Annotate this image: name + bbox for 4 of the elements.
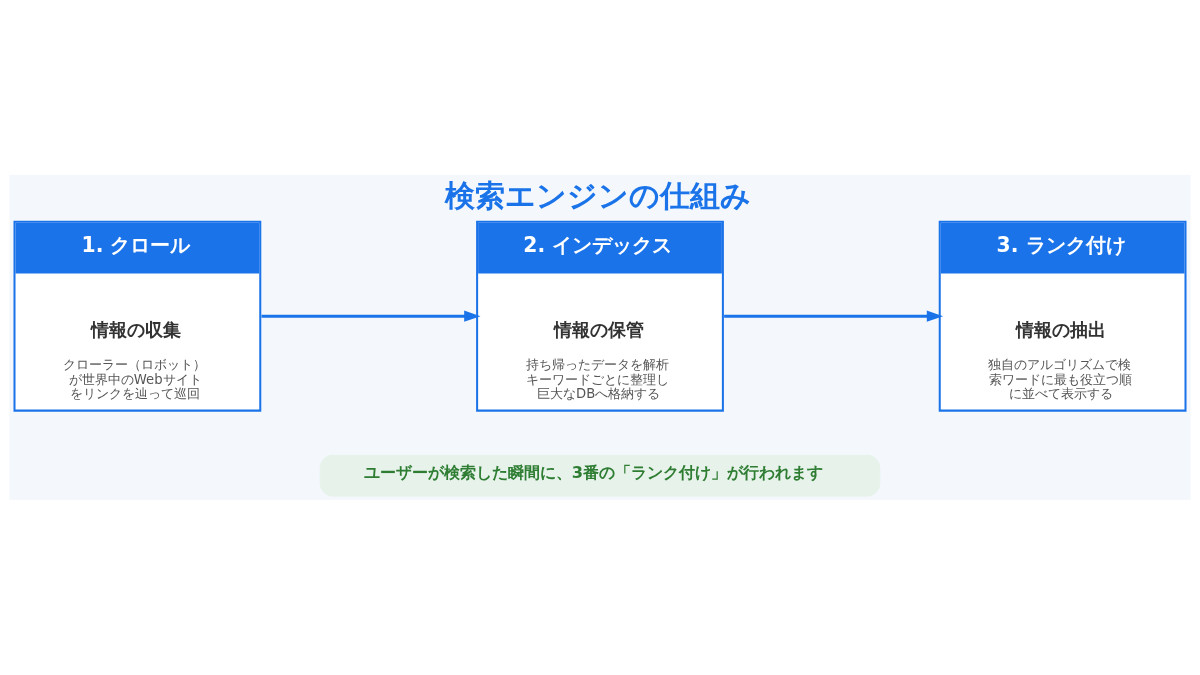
arrow — [261, 310, 481, 322]
label: ユーザーが検索した瞬間に、3番の「ランク付け」が行われます — [363, 463, 824, 483]
arrow — [724, 310, 944, 322]
diagram-title: 検索エンジンの仕組み — [445, 178, 752, 214]
